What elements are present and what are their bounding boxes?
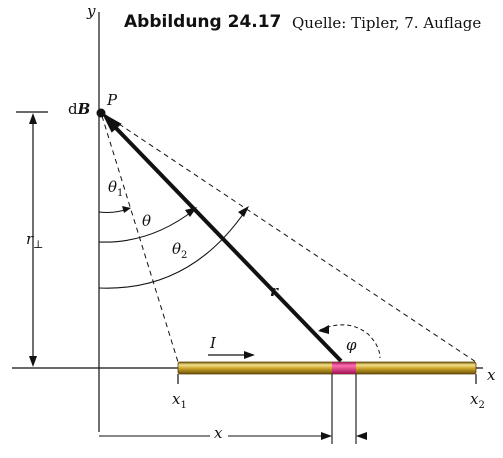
x2-subscript: 2 (478, 400, 485, 411)
figure-source: Quelle: Tipler, 7. Auflage (292, 14, 482, 32)
x2-label: x2 (470, 390, 485, 411)
theta2-symbol: θ (172, 240, 182, 258)
x2-symbol: x (470, 390, 479, 408)
theta-arc (98, 209, 195, 243)
db-label: dB (68, 100, 90, 118)
theta1-subscript: 1 (117, 188, 124, 199)
r-perp-arrow-up (29, 113, 37, 124)
current-label: I (210, 334, 216, 352)
theta2-subscript: 2 (181, 250, 188, 261)
x-distance-arrow (321, 432, 332, 440)
current-element (332, 362, 356, 374)
x-axis-label: x (487, 366, 496, 384)
r-perp-subscript: ⊥ (33, 238, 44, 251)
theta2-arc (98, 209, 247, 289)
theta-label: θ (142, 212, 152, 230)
x-distance-label: x (214, 424, 223, 442)
dashed-line-to-x2 (103, 113, 477, 363)
r-perp-arrow-down (29, 356, 37, 367)
point-p-dot (96, 108, 106, 118)
theta1-arc-arrow (122, 206, 131, 213)
x1-subscript: 1 (180, 400, 187, 411)
y-axis-label: y (87, 2, 96, 20)
phi-arc (319, 324, 381, 359)
theta1-symbol: θ (108, 178, 118, 196)
theta2-label: θ2 (172, 240, 187, 261)
r-perp-label: r⊥ (26, 230, 44, 251)
r-perp-symbol: r (26, 230, 34, 248)
figure-title: Abbildung 24.17 (124, 12, 282, 32)
theta2-arc-arrow (238, 206, 249, 217)
r-vector-arrowhead (101, 112, 122, 133)
dashed-line-to-x1 (101, 115, 179, 363)
segment-width-arrow (356, 432, 367, 440)
r-vector-line (110, 122, 343, 363)
point-p-label: P (107, 91, 118, 109)
theta1-label: θ1 (108, 178, 123, 199)
db-vector: B (77, 100, 91, 118)
x1-label: x1 (172, 390, 187, 411)
x1-symbol: x (172, 390, 181, 408)
db-prefix: d (68, 100, 78, 118)
current-arrow-head (244, 351, 255, 359)
r-vector-label: r (270, 282, 278, 300)
phi-label: φ (346, 336, 357, 354)
wire (177, 361, 477, 375)
phi-arc-arrow (318, 325, 329, 334)
